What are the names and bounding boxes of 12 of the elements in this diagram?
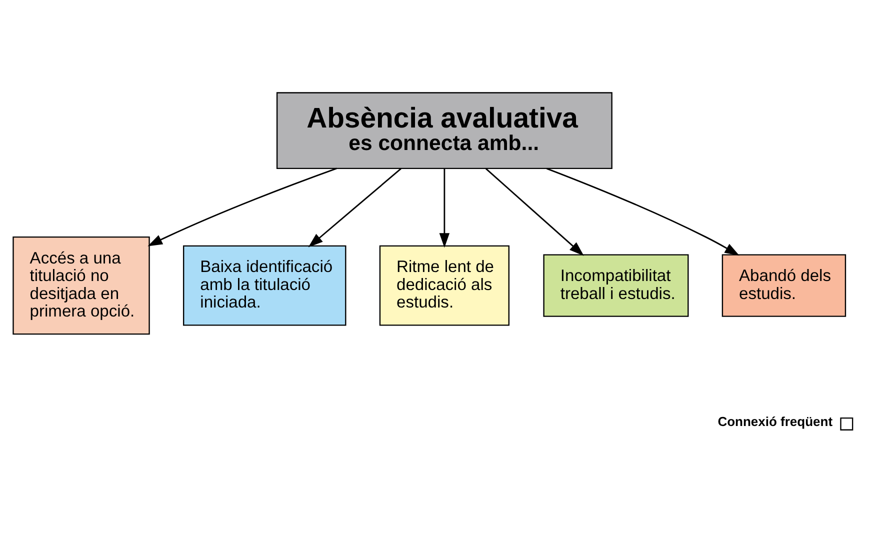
node-box: Incompatibilitat treball i estudis. [543, 254, 689, 317]
node-box: Accés a una titulació no desitjada en primera opció. [12, 236, 150, 335]
arrow [546, 168, 740, 256]
node-box: Absència avaluativa es connecta amb... [276, 92, 612, 170]
node-box: Abandó dels estudis. [722, 254, 846, 317]
arrow [485, 168, 584, 256]
arrow [308, 168, 402, 248]
node-box: Ritme lent de dedicació als estudis. [379, 245, 510, 326]
arrow [439, 168, 450, 248]
arrow [148, 168, 337, 246]
legend-label: Connexió freqüent [718, 414, 833, 430]
node-box: Baixa identificació amb la titulació iniciada. [183, 245, 346, 326]
